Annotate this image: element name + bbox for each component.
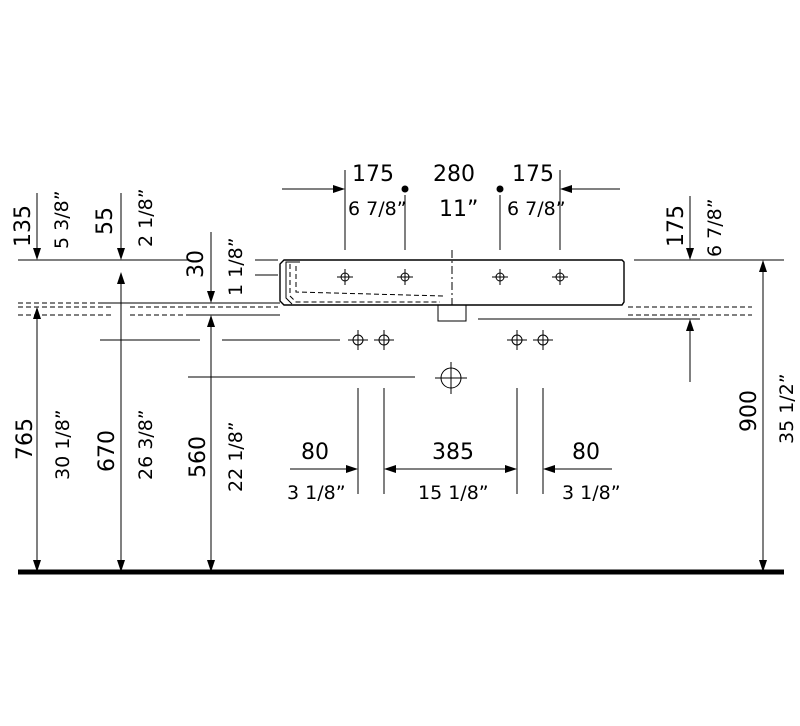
dim-bottom-center-in: 15 1/8” [418, 482, 489, 504]
dim-top-right-mm: 175 [512, 162, 554, 187]
dim-135-mm: 135 [11, 205, 36, 247]
dim-765-in: 30 1/8” [52, 409, 74, 480]
dim-right-upper-arrow [686, 196, 694, 260]
extension-lines [18, 170, 784, 494]
dim-30-in: 1 1/8” [225, 237, 247, 296]
dim-left-upper-arrows [33, 193, 215, 303]
dim-670-mm: 670 [95, 430, 120, 472]
dim-560-mm: 560 [186, 436, 211, 478]
drain-connection [435, 362, 467, 394]
dim-top-center-in: 11” [439, 197, 478, 222]
basin-outline [279, 250, 625, 322]
dim-bottom-right-in: 3 1/8” [562, 482, 621, 504]
dim-bottom-center-mm: 385 [432, 440, 474, 465]
dim-30-mm: 30 [184, 250, 209, 278]
tap-holes-basin [337, 269, 568, 285]
dim-55-mm: 55 [93, 207, 118, 235]
dim-765-mm: 765 [13, 418, 38, 460]
dim-560-in: 22 1/8” [225, 421, 247, 492]
dim-bottom-left-mm: 80 [301, 440, 329, 465]
dim-top-horizontal [282, 185, 620, 193]
dim-top-left-in: 6 7/8” [348, 198, 407, 220]
dim-right-175-mm: 175 [664, 205, 689, 247]
dim-lower-vertical-arrows [33, 260, 767, 572]
dim-top-left-mm: 175 [352, 162, 394, 187]
supply-connections [348, 330, 553, 350]
dim-900-mm: 900 [737, 390, 762, 432]
dim-bottom-arrows [290, 465, 612, 473]
dim-135-in: 5 3/8” [51, 190, 73, 249]
dim-top-center-mm: 280 [433, 162, 475, 187]
dim-right-175-in: 6 7/8” [704, 198, 726, 257]
dim-900-in: 35 1/2” [776, 373, 798, 444]
dim-670-in: 26 3/8” [135, 409, 157, 480]
dim-bottom-right-mm: 80 [572, 440, 600, 465]
dim-top-right-in: 6 7/8” [507, 198, 566, 220]
dim-bottom-left-in: 3 1/8” [287, 482, 346, 504]
dim-55-in: 2 1/8” [135, 188, 157, 247]
